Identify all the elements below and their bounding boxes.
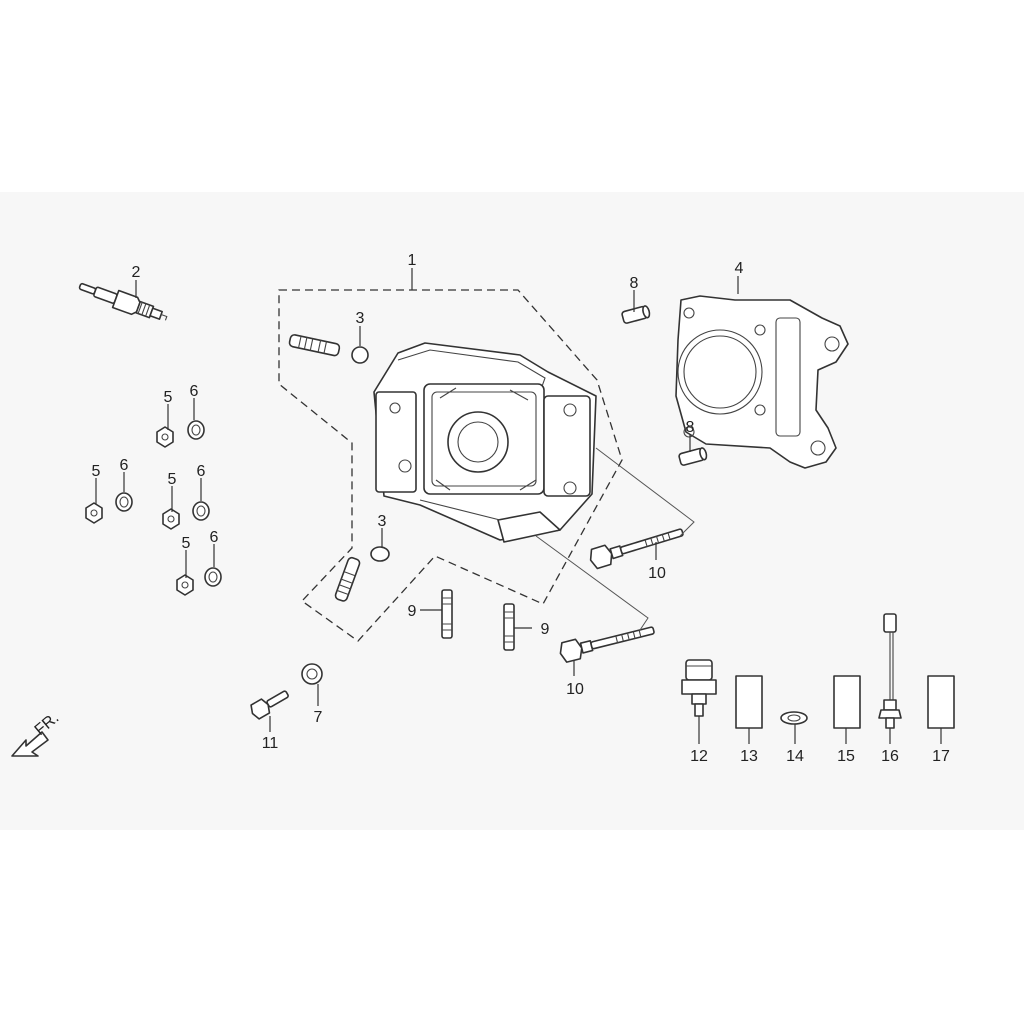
callout-11: 11 <box>262 735 279 752</box>
callout-2: 2 <box>132 264 141 281</box>
callout-12: 12 <box>690 748 708 765</box>
callout-6: 6 <box>120 457 129 474</box>
cylinder-head <box>373 342 597 543</box>
flat-washer <box>780 711 808 725</box>
temperature-sensor <box>681 659 717 717</box>
leader-lines <box>95 268 942 744</box>
callout-14: 14 <box>786 748 804 765</box>
stud-bolt-right <box>503 603 515 651</box>
callout-8: 8 <box>630 275 639 292</box>
valve-guide-lower <box>334 556 361 602</box>
sealing-washer <box>301 663 323 685</box>
callout-15: 15 <box>837 748 855 765</box>
bolt-guide-line-lower <box>535 535 649 631</box>
cylinder-head-bolt-upper <box>589 528 684 570</box>
callout-5: 5 <box>92 463 101 480</box>
callout-5: 5 <box>164 389 173 406</box>
dowel-pin-upper <box>621 305 651 324</box>
callout-9: 9 <box>541 621 550 638</box>
flange-bolt-small <box>250 690 289 720</box>
callout-7: 7 <box>314 709 323 726</box>
stud-bolt-left <box>441 589 453 639</box>
front-direction-label: FR. <box>32 709 63 739</box>
bolt-guide-line-upper <box>595 447 695 537</box>
callout-16: 16 <box>881 748 899 765</box>
part-box-17 <box>927 675 955 729</box>
callout-3: 3 <box>356 310 365 327</box>
dowel-pin-lower <box>678 447 708 466</box>
valve-guide-upper <box>288 334 341 357</box>
callout-6: 6 <box>190 383 199 400</box>
callout-17: 17 <box>932 748 950 765</box>
assembly-group-outline <box>278 289 623 642</box>
o-ring-upper <box>351 346 369 364</box>
callout-9: 9 <box>408 603 417 620</box>
spark-plug <box>78 282 168 321</box>
callout-5: 5 <box>168 471 177 488</box>
cylinder-head-bolt-lower <box>559 626 655 663</box>
oxygen-sensor <box>878 613 902 729</box>
part-box-15 <box>833 675 861 729</box>
callout-10: 10 <box>566 681 584 698</box>
front-direction-arrow-icon <box>11 731 49 757</box>
nuts-and-washers <box>85 420 222 596</box>
callout-8: 8 <box>686 419 695 436</box>
callout-5: 5 <box>182 535 191 552</box>
callout-6: 6 <box>197 463 206 480</box>
callout-10: 10 <box>648 565 666 582</box>
callout-3: 3 <box>378 513 387 530</box>
callout-labels: 1 2 3 3 4 5 5 5 5 6 6 6 6 7 8 8 9 9 10 1… <box>92 252 950 765</box>
callout-4: 4 <box>735 260 744 277</box>
cylinder-head-gasket <box>675 295 849 469</box>
callout-6: 6 <box>210 529 219 546</box>
callout-13: 13 <box>740 748 758 765</box>
part-box-13 <box>735 675 763 729</box>
callout-1: 1 <box>408 252 417 269</box>
o-ring-lower <box>370 546 390 562</box>
